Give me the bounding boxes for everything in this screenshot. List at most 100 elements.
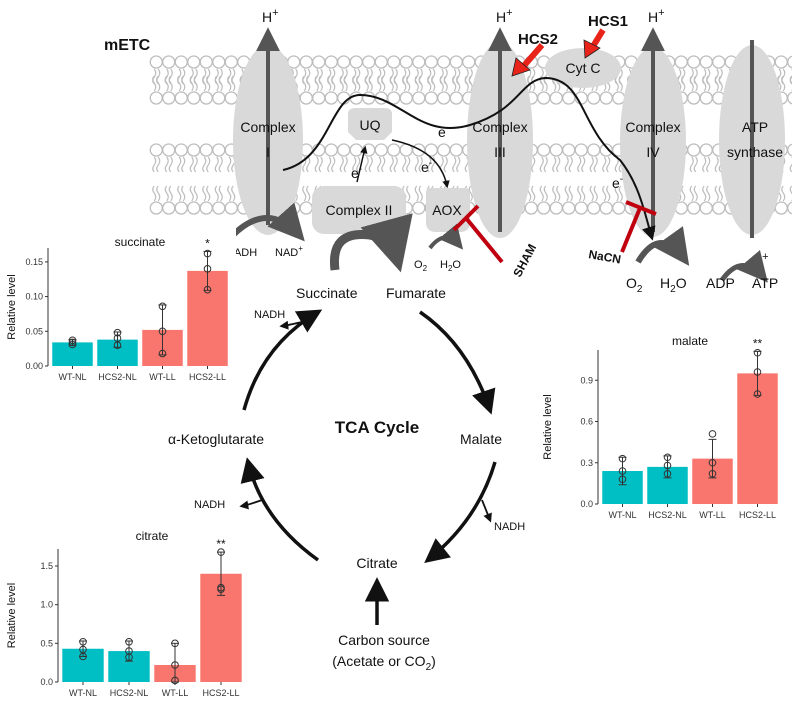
lipid-tail	[156, 185, 161, 202]
lipid-tail	[702, 156, 707, 173]
lipid-head	[687, 201, 701, 215]
nad-label: NAD+	[275, 244, 303, 259]
lipid-tail	[177, 185, 182, 202]
lipid-tail	[602, 156, 607, 173]
lipid-tail	[556, 185, 561, 202]
lipid-head	[299, 55, 313, 69]
adp-label: ADP	[706, 275, 735, 291]
complex-ii-to-uq-arrow	[356, 145, 368, 183]
lipid-head	[349, 143, 363, 157]
y-axis-label: Relative level	[542, 394, 554, 459]
lipid-tail	[314, 156, 319, 173]
lipid-tail	[368, 75, 373, 92]
lipid-head	[599, 91, 613, 105]
uq-to-aox-arrow	[391, 139, 450, 189]
fumarate-label: Fumarate	[386, 285, 446, 301]
lipid-tail	[681, 185, 686, 202]
significance-marker: **	[753, 336, 763, 350]
hcs2-label: HCS2	[518, 31, 558, 48]
lipid-tail	[431, 156, 436, 173]
lipid-head	[462, 55, 476, 69]
lipid-tail	[406, 75, 411, 92]
nadh-label-akg: NADH	[194, 499, 225, 511]
lipid-head	[699, 91, 713, 105]
lipid-head	[312, 91, 326, 105]
lipid-tail	[564, 156, 569, 173]
lipid-tail	[389, 75, 394, 92]
nacn-inhibition	[620, 200, 657, 253]
electron-label-3: e-	[421, 158, 432, 175]
complex-ii-label: Complex II	[326, 202, 393, 218]
lipid-tail	[331, 75, 336, 92]
lipid-tail	[364, 156, 369, 173]
lipid-head	[324, 143, 338, 157]
lipid-head	[712, 201, 726, 215]
lipid-tail	[531, 75, 536, 92]
x-tick-label: WT-LL	[699, 510, 726, 520]
lipid-head	[199, 91, 213, 105]
lipid-head	[424, 91, 438, 105]
atp-synthesis-arrow	[719, 249, 768, 283]
lipid-tail	[689, 75, 694, 92]
lipid-tail	[168, 156, 173, 173]
lipid-tail	[302, 75, 307, 92]
lipid-tail	[339, 75, 344, 92]
lipid-tail	[218, 185, 223, 202]
lipid-head	[349, 91, 363, 105]
sham-inhibition	[452, 204, 504, 264]
x-tick-label: HCS2-NL	[648, 510, 687, 520]
data-point	[753, 390, 762, 398]
lipid-tail	[714, 75, 719, 92]
y-axis-label: Relative level	[6, 274, 18, 339]
lipid-tail	[343, 75, 348, 92]
data-point	[203, 285, 212, 294]
lipid-tail	[706, 185, 711, 202]
lipid-tail	[306, 156, 311, 173]
lipid-tail	[606, 185, 611, 202]
lipid-tail	[531, 156, 536, 173]
x-tick-label: WT-NL	[59, 372, 87, 382]
lipid-head	[674, 55, 688, 69]
lipid-tail	[206, 156, 211, 173]
aox-water-arrow	[428, 223, 464, 250]
lipid-head	[437, 91, 451, 105]
lipid-tail	[543, 156, 548, 173]
lipid-tail	[164, 75, 169, 92]
y-tick-label: 0.3	[580, 458, 593, 468]
lipid-head	[174, 55, 188, 69]
lipid-tail	[552, 156, 557, 173]
lipid-head	[574, 201, 588, 215]
lipid-tail	[181, 156, 186, 173]
lipid-head	[162, 55, 176, 69]
y-axis-label: Relative level	[6, 583, 18, 648]
lipid-tail	[189, 75, 194, 92]
proton-label-iii: H+	[496, 7, 513, 25]
chart-title: succinate	[115, 235, 166, 249]
lipid-head	[699, 201, 713, 215]
lipid-tail	[564, 185, 569, 202]
data-point	[79, 637, 87, 646]
lipid-head	[774, 55, 788, 69]
lipid-tail	[589, 185, 594, 202]
lipid-tail	[231, 75, 236, 92]
atp-synthase: ATP synthase	[719, 40, 785, 238]
lipid-tail	[706, 75, 711, 92]
y-tick-label: 1.0	[40, 600, 53, 610]
lipid-tail	[168, 185, 173, 202]
y-tick-label: 0.15	[25, 257, 43, 267]
carbon-source-label-1: Carbon source	[338, 632, 430, 648]
lipid-tail	[202, 75, 207, 92]
chart-title: malate	[672, 334, 708, 348]
akg-label: α-Ketoglutarate	[168, 431, 264, 447]
lipid-tail	[364, 75, 369, 92]
lipid-tail	[593, 185, 598, 202]
lipid-tail	[702, 75, 707, 92]
data-point	[708, 430, 717, 438]
complex-iv-label-2: IV	[646, 144, 660, 160]
lipid-tail	[418, 185, 423, 202]
data-point	[68, 336, 77, 345]
proton-label-iv: H+	[648, 7, 665, 25]
lipid-tail	[581, 156, 586, 173]
lipid-head	[537, 143, 551, 157]
